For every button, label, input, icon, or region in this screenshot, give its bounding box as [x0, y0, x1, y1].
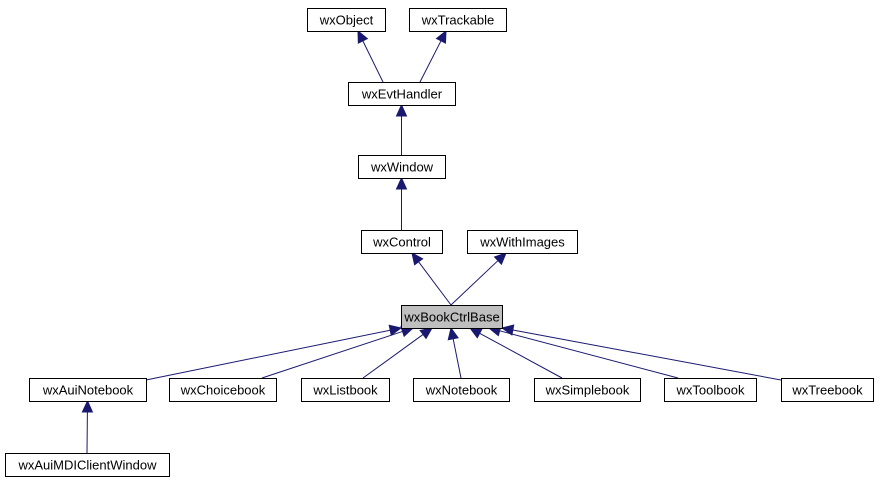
arrowhead-icon [447, 326, 459, 341]
inheritance-edge-wxNotebook-to-wxBookCtrlBase [447, 326, 462, 379]
class-node-box[interactable] [169, 378, 277, 402]
inheritance-edge-wxToolbook-to-wxBookCtrlBase [487, 325, 679, 379]
class-node-box[interactable] [409, 8, 507, 32]
class-node-label: wxWindow [370, 160, 434, 175]
class-node-label: wxEvtHandler [361, 87, 443, 102]
arrowhead-icon [493, 252, 507, 266]
class-node-box[interactable] [361, 230, 443, 254]
class-node-label: wxWithImages [479, 235, 565, 250]
class-node-wxEvtHandler[interactable]: wxEvtHandler [348, 82, 456, 106]
class-node-wxChoicebook[interactable]: wxChoicebook [169, 378, 277, 402]
class-node-box[interactable] [413, 378, 510, 402]
class-node-box[interactable] [307, 8, 386, 32]
inheritance-edge-wxAuiNotebook-to-wxBookCtrlBase [145, 324, 403, 381]
arrowhead-icon [411, 252, 424, 266]
inheritance-edge-wxBookCtrlBase-to-wxControl [411, 252, 452, 306]
edge-line [145, 329, 391, 381]
arrowhead-icon [468, 327, 483, 339]
edges-layer [81, 29, 782, 454]
arrowhead-icon [435, 29, 447, 44]
class-node-wxTrackable[interactable]: wxTrackable [409, 8, 507, 32]
nodes-layer: wxObject wxTrackable wxEvtHandler wxWindow w… [5, 8, 874, 477]
class-node-box[interactable] [348, 82, 456, 106]
class-node-label: wxControl [372, 235, 431, 250]
inheritance-edge-wxControl-to-wxWindow [395, 176, 408, 230]
edge-line [261, 330, 403, 379]
class-node-wxAuiMDIClientWindow[interactable]: wxAuiMDIClientWindow [5, 453, 170, 477]
inheritance-edge-wxTreebook-to-wxBookCtrlBase [500, 324, 782, 381]
arrowhead-icon [395, 176, 408, 190]
class-node-wxBookCtrlBase[interactable]: wxBookCtrlBase [401, 305, 503, 329]
inheritance-edge-wxEvtHandler-to-wxTrackable [419, 29, 447, 83]
class-node-label: wxListbook [312, 383, 378, 398]
class-node-wxTreebook[interactable]: wxTreebook [781, 378, 874, 402]
class-node-box[interactable] [781, 378, 874, 402]
arrowhead-icon [388, 324, 403, 336]
inheritance-edge-wxChoicebook-to-wxBookCtrlBase [261, 326, 415, 379]
class-node-label: wxNotebook [425, 383, 498, 398]
class-node-wxControl[interactable]: wxControl [361, 230, 443, 254]
inheritance-edge-wxAuiMDIClientWindow-to-wxAuiNotebook [81, 399, 94, 454]
class-node-box[interactable] [401, 305, 503, 329]
edge-line [362, 40, 384, 83]
class-node-label: wxTrackable [421, 13, 494, 28]
edge-line [452, 338, 462, 379]
edge-line [499, 330, 679, 379]
inheritance-edge-wxWindow-to-wxEvtHandler [395, 103, 408, 155]
class-node-label: wxObject [319, 13, 374, 28]
class-node-box[interactable] [664, 378, 757, 402]
arrowhead-icon [419, 327, 433, 340]
edge-line [479, 332, 563, 379]
class-node-wxObject[interactable]: wxObject [307, 8, 386, 32]
class-node-box[interactable] [467, 230, 578, 254]
class-node-wxToolbook[interactable]: wxToolbook [664, 378, 757, 402]
arrowhead-icon [357, 29, 369, 44]
class-node-wxNotebook[interactable]: wxNotebook [413, 378, 510, 402]
class-node-label: wxBookCtrlBase [403, 310, 499, 325]
inheritance-edge-wxEvtHandler-to-wxObject [357, 29, 384, 83]
class-node-wxListbook[interactable]: wxListbook [301, 378, 390, 402]
inheritance-edge-wxListbook-to-wxBookCtrlBase [362, 327, 433, 379]
class-node-box[interactable] [301, 378, 390, 402]
edge-line [419, 40, 442, 83]
class-node-box[interactable] [29, 378, 147, 402]
class-node-label: wxAuiNotebook [42, 383, 134, 398]
class-node-box[interactable] [358, 155, 446, 179]
class-node-label: wxChoicebook [180, 383, 266, 398]
class-node-label: wxSimplebook [545, 383, 630, 398]
edge-line [362, 334, 424, 379]
class-node-label: wxToolbook [676, 383, 745, 398]
class-node-label: wxAuiMDIClientWindow [18, 458, 158, 473]
class-node-wxWithImages[interactable]: wxWithImages [467, 230, 578, 254]
arrowhead-icon [500, 324, 515, 336]
class-node-label: wxTreebook [791, 383, 863, 398]
edge-line [450, 260, 499, 306]
class-node-box[interactable] [5, 453, 170, 477]
edge-line [418, 261, 452, 306]
class-node-wxSimplebook[interactable]: wxSimplebook [534, 378, 641, 402]
arrowhead-icon [395, 103, 408, 117]
class-node-box[interactable] [534, 378, 641, 402]
arrowhead-icon [81, 399, 94, 413]
inheritance-edge-wxBookCtrlBase-to-wxWithImages [450, 252, 507, 306]
edge-line [512, 329, 782, 381]
class-node-wxAuiNotebook[interactable]: wxAuiNotebook [29, 378, 147, 402]
class-node-wxWindow[interactable]: wxWindow [358, 155, 446, 179]
